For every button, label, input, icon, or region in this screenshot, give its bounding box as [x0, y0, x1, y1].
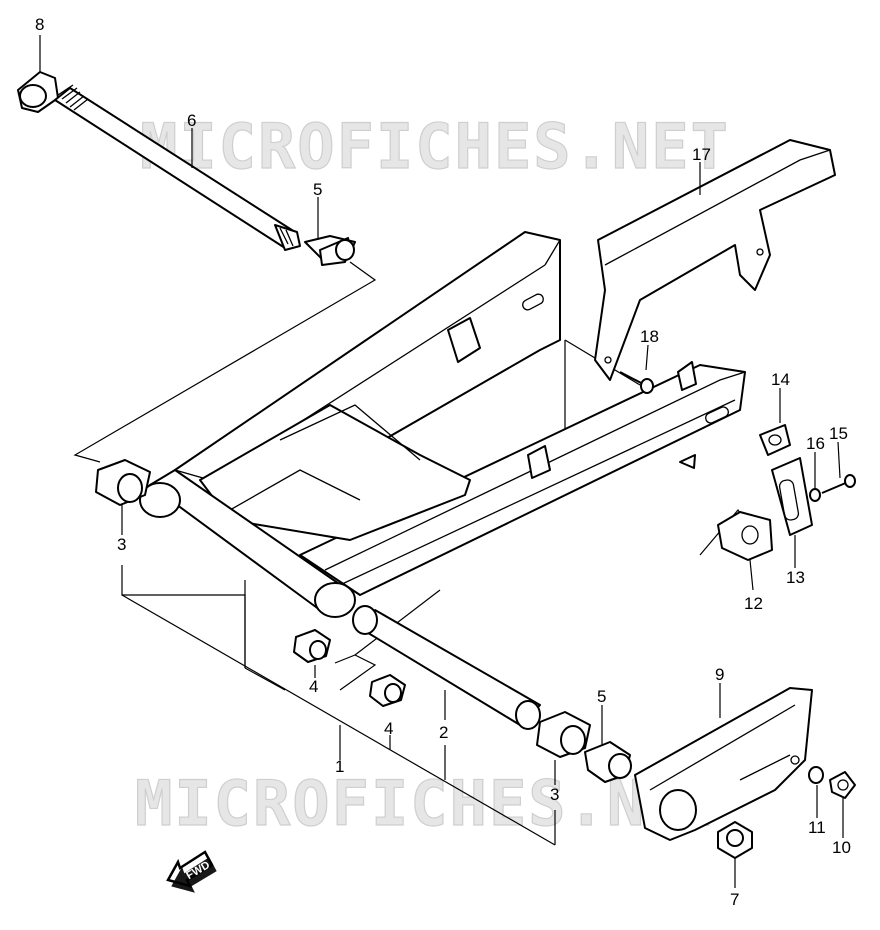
callout-12: 12	[744, 594, 763, 613]
callout-18: 18	[640, 327, 659, 346]
callout-2: 2	[439, 723, 448, 742]
callout-6: 6	[187, 111, 196, 130]
part-1-swingarm	[139, 231, 746, 618]
callout-9: 9	[715, 665, 724, 684]
callout-17: 17	[692, 145, 711, 164]
callout-numbers: 8 6 5 17 18 14 15 16 3 13 12 9 5 4 4 2 1…	[35, 15, 851, 909]
callout-4-upper: 4	[309, 677, 318, 696]
part-12-bracket	[717, 511, 773, 561]
watermark-top: MICROFICHES.NET	[140, 110, 730, 183]
callout-7: 8	[35, 15, 44, 34]
callout-16: 16	[806, 434, 825, 453]
part-7-nut	[17, 71, 59, 113]
callout-5-upper: 5	[313, 180, 322, 199]
part-17-chain-cover	[594, 139, 836, 381]
callout-8: 7	[730, 890, 739, 909]
part-4-bearing-lower	[369, 674, 406, 707]
leader-lines	[73, 261, 761, 846]
part-3-bearing-right	[536, 711, 591, 758]
part-10-bolt	[829, 771, 856, 799]
callout-4-lower: 4	[384, 719, 393, 738]
callout-14: 14	[771, 370, 790, 389]
part-8-nut	[717, 821, 753, 859]
part-2-spacer-tube	[352, 605, 541, 730]
callout-10: 10	[832, 838, 851, 857]
callout-13: 13	[786, 568, 805, 587]
callout-11: 11	[808, 818, 826, 837]
part-16-washer	[809, 488, 821, 502]
part-13-adjuster	[771, 457, 813, 536]
part-4-bearing-upper	[293, 629, 331, 663]
part-6-pivot-axle	[54, 84, 301, 251]
callout-1: 1	[335, 757, 344, 776]
callout-5-lower: 5	[597, 687, 606, 706]
part-14-plate	[759, 424, 791, 456]
watermark-bottom: MICROFICHES.NET	[135, 767, 725, 840]
callout-3-left: 3	[117, 535, 126, 554]
part-11-collar	[808, 766, 824, 784]
callout-3-right: 3	[550, 785, 559, 804]
part-5-bushing-lower	[584, 741, 632, 783]
part-5-bushing-upper	[304, 235, 356, 266]
part-15-bolt	[821, 474, 856, 494]
part-3-bearing-left	[95, 459, 151, 506]
part-18-screw	[619, 371, 654, 394]
callout-15: 15	[829, 424, 848, 443]
fwd-arrow-icon: FWD	[166, 850, 217, 893]
callout-leaders	[39, 35, 844, 888]
part-9-chain-case	[634, 687, 813, 841]
